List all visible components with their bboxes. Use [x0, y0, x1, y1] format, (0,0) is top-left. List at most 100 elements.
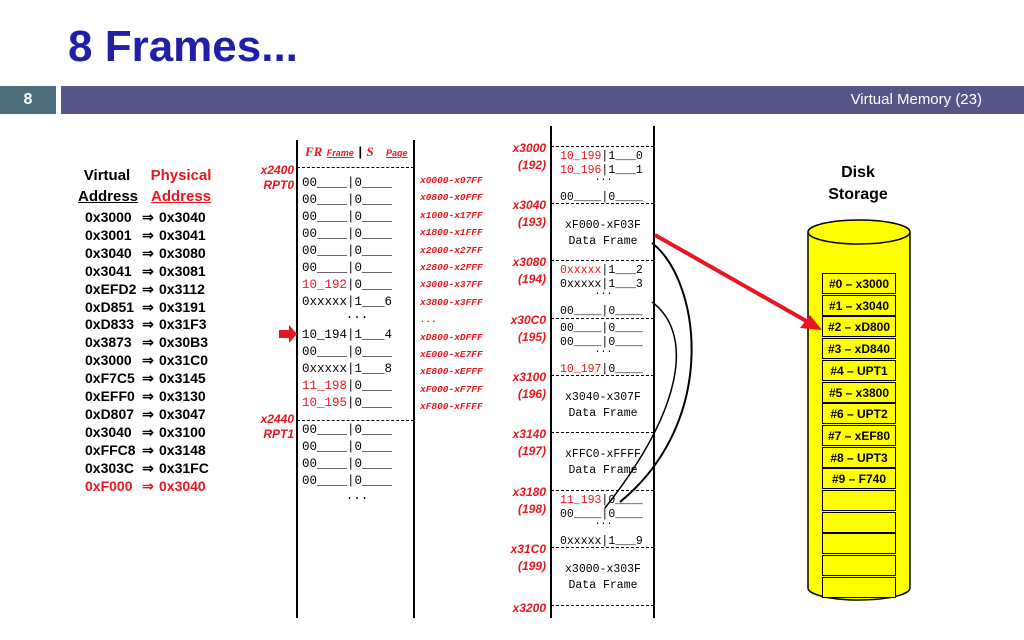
frame-address: x3180: [512, 485, 546, 499]
frame-address: x3000: [512, 141, 546, 155]
frame-entry: 11_193|0____: [560, 494, 643, 507]
frame-ellipsis: ...: [594, 517, 613, 528]
pte-status: |0____: [347, 345, 393, 359]
pte-status: |0____: [347, 261, 393, 275]
page-range: x3000-x37FF: [420, 279, 483, 291]
mapping-arrow-icon: ⇒: [142, 459, 154, 476]
pte-status: |0____: [347, 379, 393, 393]
frame-divider: [551, 146, 654, 147]
end-address: x3200: [512, 601, 546, 615]
rpt0-name: RPT0: [263, 178, 294, 192]
pte-status: |0____: [347, 474, 393, 488]
frame-label: x31C0(199): [506, 541, 546, 575]
mapping-arrow-icon: ⇒: [142, 226, 154, 243]
va-row: 0x3001⇒0x3041: [85, 227, 206, 244]
frame-entry: 0xxxxx|1___9: [560, 535, 643, 548]
pte-status: |0____: [347, 244, 393, 258]
current-entry-arrow-icon: [279, 325, 297, 343]
physical-address: 0x3081: [159, 262, 206, 279]
disk-title-line2: Storage: [828, 186, 888, 203]
frame-address: x3140: [512, 427, 546, 441]
pte-status: |0____: [347, 396, 393, 410]
mapping-arrow-icon: ⇒: [142, 209, 154, 225]
frame-entry-b: |0____: [601, 322, 643, 335]
fr-label: FR: [305, 144, 323, 159]
mapping-arrow-icon: ⇒: [142, 423, 154, 440]
disk-block: [822, 555, 896, 577]
va-row: 0x3873⇒0x30B3: [85, 334, 208, 351]
frame-entry: 0xxxxx|1___2: [560, 264, 643, 277]
frame-entry-b: |0____: [601, 304, 643, 318]
rpt0-addr: x2400: [260, 163, 294, 177]
virtual-header-line1: Virtual: [83, 167, 131, 184]
page-table-entry: 00____|0____: [302, 176, 392, 190]
disk-block: #6 – UPT2: [822, 403, 896, 425]
page-table-entry: 10_195|0____: [302, 396, 392, 410]
va-row: 0xD807⇒0x3047: [85, 406, 206, 423]
frame-entry-b: |1___0: [601, 150, 643, 163]
disk-block: [822, 490, 896, 511]
page-table-entry: 00____|0____: [302, 193, 392, 207]
frame-label: x30C0(195): [506, 312, 546, 346]
disk-block: #4 – UPT1: [822, 359, 896, 381]
disk-storage-title: Disk Storage: [818, 162, 898, 206]
disk-block: #1 – x3040: [822, 294, 896, 316]
physical-address: 0x3080: [159, 244, 206, 261]
pte-frame: 00____: [302, 176, 348, 190]
frame-type: Data Frame: [568, 407, 638, 420]
pte-status: |0____: [347, 210, 393, 224]
disk-block: #5 – x3800: [822, 381, 896, 403]
frame-entry-a: 0xxxxx: [560, 264, 602, 277]
pte-status: |0____: [347, 278, 393, 292]
pte-status: |0____: [347, 227, 393, 241]
frame-number: (196): [517, 387, 546, 401]
page-table-entry: 11_198|0____: [302, 379, 392, 393]
frame-address: x30C0: [510, 313, 546, 327]
frame-divider: [551, 432, 654, 433]
pte-status: |0____: [347, 193, 393, 207]
page-table-entry: 00____|0____: [302, 244, 392, 258]
page-table-entry: 00____|0____: [302, 210, 392, 224]
disk-block: [822, 511, 896, 533]
page-range: xF000-xF7FF: [420, 383, 483, 395]
virtual-address: 0x3000: [85, 352, 132, 369]
pte-frame: 10_192: [302, 278, 348, 292]
disk-block: #0 – x3000: [822, 273, 896, 294]
page-table-entry: 00____|0____: [302, 474, 392, 488]
frame-divider: [551, 375, 654, 376]
frame-label: x3180(198): [506, 484, 546, 518]
frame-entry: 00____|0____: [560, 305, 643, 318]
page-range: x2800-x2FFF: [420, 262, 483, 273]
frame-range: xFFC0-xFFFF: [565, 448, 641, 461]
frame-label: x3080(194): [506, 254, 546, 288]
physical-address: 0x3041: [159, 226, 206, 243]
frame-label: x3100(196): [506, 369, 546, 403]
virtual-address: 0xF7C5: [85, 370, 135, 387]
frame-number: (197): [517, 444, 546, 458]
va-row: 0xD833⇒0x31F3: [85, 316, 206, 333]
frame-type: Data Frame: [568, 464, 638, 477]
frame-entry-b: |1___2: [601, 264, 643, 277]
page-table-ellipsis: ...: [345, 308, 369, 322]
va-row: 0xFFC8⇒0x3148: [85, 442, 206, 459]
pte-status: |0____: [347, 440, 393, 454]
virtual-address: 0x3040: [85, 244, 132, 261]
physical-address: 0x31C0: [159, 352, 209, 369]
disk-block: #9 – F740: [822, 468, 896, 490]
frame-type: Data Frame: [568, 235, 638, 248]
page-table-header: FR Frame | S Page: [305, 143, 408, 161]
frame-entry-a: 00____: [560, 190, 602, 204]
physical-address: 0x3191: [159, 298, 206, 315]
page-table-entry: 00____|0____: [302, 440, 392, 454]
page-table-entry: 00____|0____: [302, 227, 392, 241]
mapping-arrow-icon: ⇒: [142, 352, 154, 369]
frame-entry-b: |0____: [601, 494, 643, 507]
physical-address: 0x30B3: [159, 334, 209, 351]
page-range: x2000-x27FF: [420, 244, 483, 256]
mapping-arrow-icon: ⇒: [142, 316, 154, 333]
page-table-ellipsis: ...: [345, 489, 369, 503]
swap-out-line: [654, 233, 809, 324]
frame-entry-b: |0____: [601, 507, 643, 521]
disk-title-line1: Disk: [841, 164, 875, 181]
frame-entry: 10_196|1___1: [560, 164, 643, 177]
